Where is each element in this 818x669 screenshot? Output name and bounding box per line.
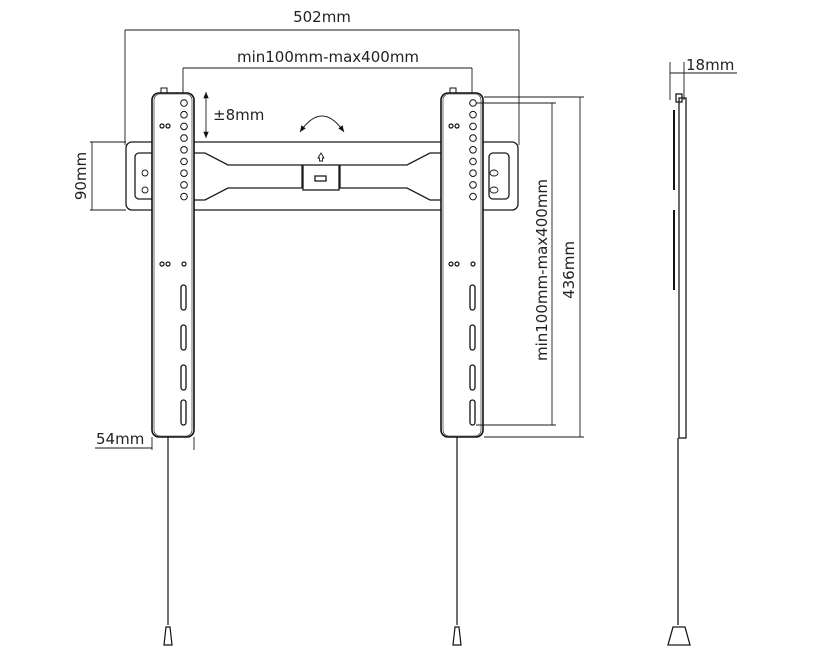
up-arrow-icon (317, 152, 325, 162)
arm-right (440, 87, 484, 646)
vesa-horizontal-label: min100mm-max400mm (237, 48, 419, 66)
wall-plate (125, 141, 519, 211)
wall-distance-label: 18mm (686, 56, 734, 74)
side-view (667, 93, 691, 646)
safety-lock (163, 626, 173, 646)
arm-height-label: 436mm (560, 241, 578, 299)
arm-width-label: 54mm (96, 430, 144, 448)
dim-arm-height: 436mm (484, 96, 584, 438)
vertical-adjust-label: ±8mm (213, 106, 264, 124)
dim-vertical-adjust: ±8mm (203, 92, 264, 138)
dim-vesa-vertical: min100mm-max400mm (476, 102, 556, 426)
safety-lock (452, 626, 462, 646)
arm-left (151, 87, 195, 646)
overall-width-label: 502mm (293, 8, 351, 26)
plate-height-label: 90mm (72, 152, 90, 200)
dim-plate-height: 90mm (72, 141, 126, 211)
vesa-vertical-label: min100mm-max400mm (533, 179, 551, 361)
dim-wall-distance: 18mm (669, 56, 737, 100)
dim-vesa-horizontal: min100mm-max400mm (182, 48, 473, 98)
dim-overall-width: 502mm (124, 8, 520, 145)
vertical-arms (151, 87, 484, 646)
rotate-arrow-icon (299, 115, 345, 133)
dim-arm-width: 54mm (95, 430, 195, 450)
side-safety-lock (667, 626, 691, 646)
